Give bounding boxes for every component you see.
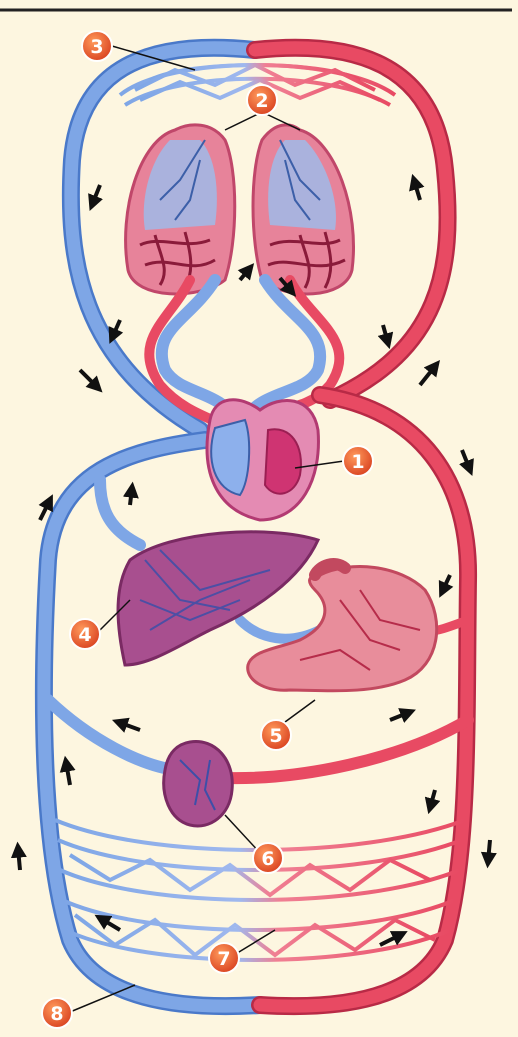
svg-text:5: 5	[269, 725, 282, 747]
arrow-icon	[462, 450, 470, 470]
svg-text:1: 1	[351, 451, 364, 473]
heart	[207, 400, 318, 520]
arrow-icon	[240, 268, 250, 280]
svg-text:3: 3	[90, 36, 103, 58]
arrow-icon	[100, 918, 120, 930]
left-lung	[126, 125, 235, 294]
label-5: 5	[261, 720, 291, 750]
label-1: 1	[343, 446, 373, 476]
right-lung	[253, 125, 353, 294]
label-6: 6	[253, 843, 283, 873]
svg-text:7: 7	[217, 948, 230, 970]
svg-text:6: 6	[261, 848, 274, 870]
arrow-icon	[130, 488, 132, 505]
arrow-icon	[80, 370, 98, 388]
arrow-icon	[390, 712, 410, 720]
arrow-icon	[92, 185, 100, 205]
svg-text:4: 4	[78, 624, 91, 646]
arrow-icon	[66, 762, 70, 785]
label-7: 7	[209, 943, 239, 973]
arrow-icon	[40, 500, 50, 520]
arrow-icon	[112, 320, 120, 338]
arrow-icon	[18, 848, 20, 870]
kidney	[164, 742, 233, 826]
label-8: 8	[42, 998, 72, 1028]
arrow-icon	[414, 180, 420, 200]
label-4: 4	[70, 619, 100, 649]
arrow-icon	[118, 722, 140, 730]
arrow-icon	[383, 325, 388, 343]
label-2: 2	[247, 85, 277, 115]
arrow-icon	[442, 575, 450, 592]
arrow-icon	[380, 934, 402, 945]
arrow-icon	[420, 365, 436, 385]
arrow-icon	[430, 790, 435, 808]
arrow-icon	[488, 840, 490, 862]
label-3: 3	[82, 31, 112, 61]
svg-text:8: 8	[50, 1003, 63, 1025]
svg-text:2: 2	[255, 90, 268, 112]
